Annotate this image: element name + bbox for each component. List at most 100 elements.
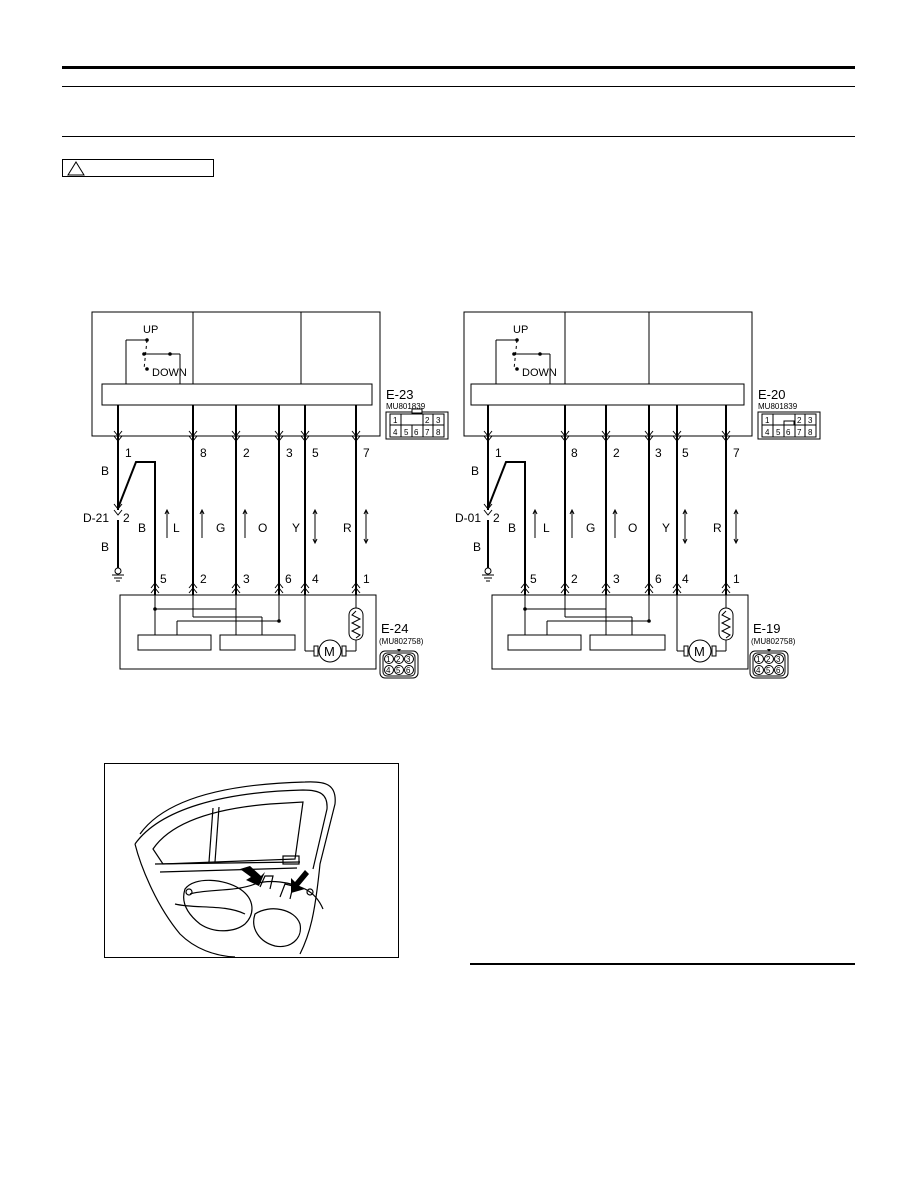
motor-connector-pin: 4 xyxy=(756,666,761,675)
switch-connector-pin: 6 xyxy=(786,428,791,437)
wire-color: O xyxy=(628,521,637,535)
wire-color: R xyxy=(713,521,722,535)
thermistor-icon xyxy=(348,607,364,641)
wiring-diagram-left: UP DOWN E-23 MU801839 1 2 3 4 5 6 7 8 xyxy=(83,311,449,679)
motor-connector-pin: 3 xyxy=(776,655,781,664)
wire-color: R xyxy=(343,521,352,535)
section-rule xyxy=(62,136,855,137)
bottom-pin-label: 3 xyxy=(243,572,250,586)
motor-connector-id: E-19 xyxy=(753,621,780,636)
motor-connector-pin: 1 xyxy=(756,655,761,664)
motor-connector-pin: 5 xyxy=(396,666,401,675)
switch-terminal-bar xyxy=(101,383,373,406)
top-pin-label: 1 xyxy=(125,446,132,460)
footer-rule xyxy=(470,963,855,965)
switch-connector-pin: 2 xyxy=(425,416,430,425)
top-pin-label: 8 xyxy=(571,446,578,460)
bottom-pin-label: 4 xyxy=(682,572,689,586)
terminal-ticks xyxy=(113,430,361,594)
switch-connector-id: E-20 xyxy=(758,387,785,402)
top-pin-label: 5 xyxy=(312,446,319,460)
motor-unit: M xyxy=(119,594,377,670)
motor-connector-id: E-24 xyxy=(381,621,408,636)
motor-connector-pin: 2 xyxy=(766,655,771,664)
wiring-diagrams: UP DOWN E-23 MU801839 1 2 3 4 5 6 7 8 xyxy=(83,311,821,679)
switch-connector-pin: 1 xyxy=(765,416,770,425)
ground-symbol xyxy=(112,567,124,582)
switch-connector-pin: 1 xyxy=(393,416,398,425)
motor-connector: E-24 (MU802758) 1 2 3 4 5 6 xyxy=(379,621,424,679)
window-switch: UP DOWN xyxy=(125,324,187,384)
rear-door-illustration xyxy=(104,763,399,958)
motor-label: M xyxy=(324,644,335,659)
motor-connector-part: (MU802758) xyxy=(751,637,796,646)
motor-icon xyxy=(688,639,712,663)
wiring-diagram-right: UP DOWN E-20 MU801839 1 2 3 4 5 6 7 8 xyxy=(455,311,821,679)
switch-terminal-bar xyxy=(470,383,745,406)
wires xyxy=(487,405,727,595)
bottom-pin-label: 4 xyxy=(312,572,319,586)
switch-connector-pin: 7 xyxy=(425,428,430,437)
switch-connector-id: E-23 xyxy=(386,387,413,402)
ground-connector-pin: 2 xyxy=(123,511,130,525)
ground-wire-color: B xyxy=(101,540,109,554)
location-arrows xyxy=(240,866,309,893)
thermistor-icon xyxy=(718,607,734,641)
ground-wire-color: B xyxy=(101,464,109,478)
wire-color: L xyxy=(173,521,180,535)
switch-connector-pin: 3 xyxy=(808,416,813,425)
current-arrows xyxy=(164,508,369,545)
wire-color: L xyxy=(543,521,550,535)
wire-color: B xyxy=(138,521,146,535)
switch-connector-pin: 3 xyxy=(436,416,441,425)
door-drawing xyxy=(134,781,336,957)
bottom-pin-label: 5 xyxy=(160,572,167,586)
ground-symbol xyxy=(482,567,494,582)
ground-wire-color: B xyxy=(471,464,479,478)
top-pin-label: 3 xyxy=(286,446,293,460)
switch-down-label: DOWN xyxy=(152,367,187,379)
ground-connector-id: D-01 xyxy=(455,511,481,525)
top-pin-label: 3 xyxy=(655,446,662,460)
switch-connector-pin: 8 xyxy=(808,428,813,437)
bottom-pin-label: 5 xyxy=(530,572,537,586)
window-switch: UP DOWN xyxy=(495,324,557,384)
top-pin-label: 1 xyxy=(495,446,502,460)
header-rule-thin xyxy=(62,86,855,87)
motor-connector-pin: 5 xyxy=(766,666,771,675)
header-rule-thick xyxy=(62,66,855,69)
switch-connector-pin: 5 xyxy=(404,428,409,437)
wire-color: O xyxy=(258,521,267,535)
wire-labels: 1 8 2 3 5 7 B D-21 2 B B L G O Y R 5 2 3… xyxy=(83,446,370,586)
switch-connector-pin: 8 xyxy=(436,428,441,437)
bottom-pin-label: 2 xyxy=(200,572,207,586)
wires xyxy=(117,405,357,595)
wire-color: Y xyxy=(662,521,670,535)
bottom-pin-label: 6 xyxy=(655,572,662,586)
top-pin-label: 2 xyxy=(243,446,250,460)
ground-connector-id: D-21 xyxy=(83,511,109,525)
motor-connector-part: (MU802758) xyxy=(379,637,424,646)
ground-wire-color: B xyxy=(473,540,481,554)
motor-connector-pin: 4 xyxy=(386,666,391,675)
top-pin-label: 2 xyxy=(613,446,620,460)
ground-connector-pin: 2 xyxy=(493,511,500,525)
wire-color: G xyxy=(216,521,225,535)
motor-connector-pin: 2 xyxy=(396,655,401,664)
bottom-pin-label: 6 xyxy=(285,572,292,586)
wire-labels: 1 8 2 3 5 7 B D-01 2 B B L G O Y R 5 2 3… xyxy=(455,446,740,586)
wire-color: B xyxy=(508,521,516,535)
wire-color: Y xyxy=(292,521,300,535)
motor-connector-pin: 6 xyxy=(776,666,781,675)
switch-connector: E-20 MU801839 1 2 3 4 5 6 7 8 xyxy=(757,387,821,440)
bottom-pin-label: 2 xyxy=(571,572,578,586)
switch-connector-pin: 4 xyxy=(765,428,770,437)
motor-connector: E-19 (MU802758) 1 2 3 4 5 6 xyxy=(749,621,796,679)
bottom-pin-label: 3 xyxy=(613,572,620,586)
wire-color: G xyxy=(586,521,595,535)
bottom-pin-label: 1 xyxy=(363,572,370,586)
current-arrows xyxy=(532,508,739,545)
bottom-pin-label: 1 xyxy=(733,572,740,586)
switch-connector-part: MU801839 xyxy=(758,402,798,411)
motor-unit: M xyxy=(491,594,749,670)
